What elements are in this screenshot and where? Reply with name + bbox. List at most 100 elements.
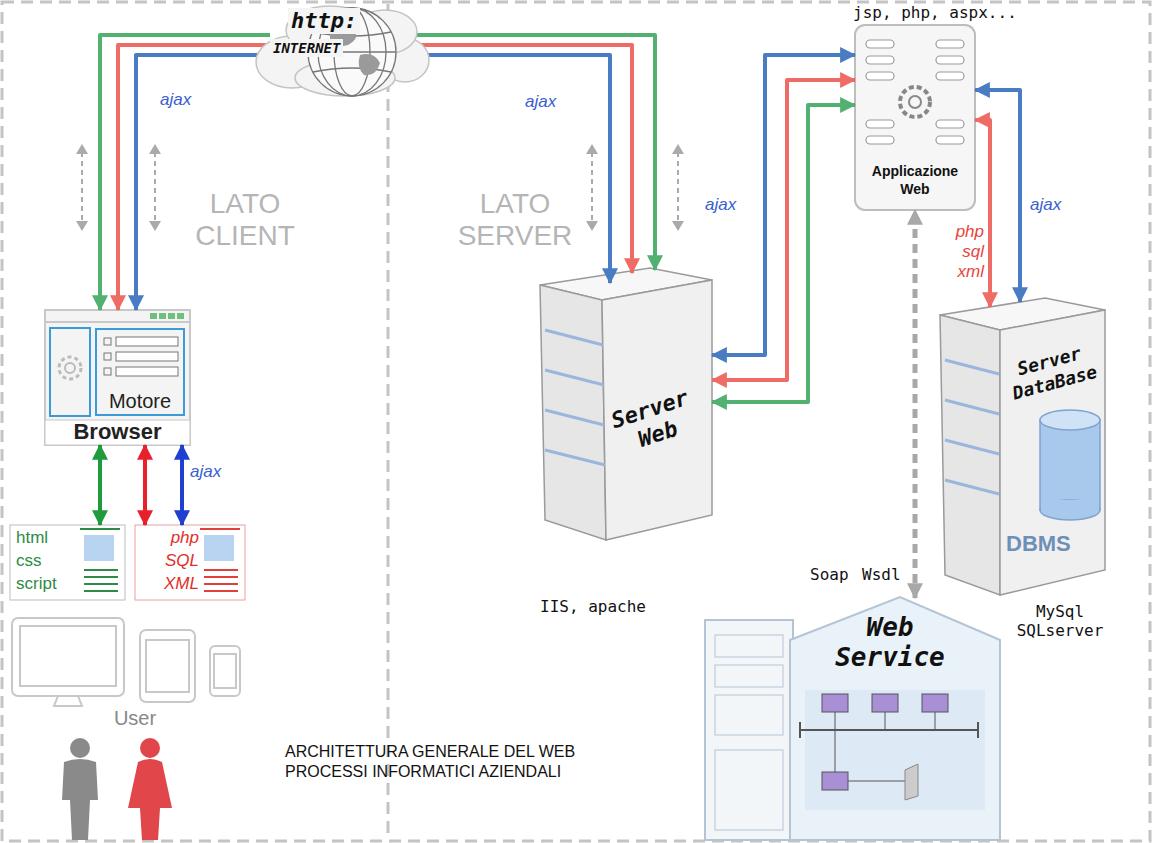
dashed-hint-arrows-part [81,152,83,223]
protocol-label: Wsdl [862,566,901,584]
internet-cloud: http:INTERNET [250,5,420,100]
browser-window-part [45,321,190,323]
database-server-part [1040,500,1100,520]
application-box [855,25,975,210]
cloud-shape [256,6,429,96]
connector-arrow [400,45,632,273]
browser-window-part [168,313,175,319]
web-service-building-part [905,764,918,800]
connector-arrow [712,80,855,380]
diagram-caption: ARCHITETTURA GENERALE DEL WEB PROCESSI I… [285,742,615,782]
side-label: LATO CLIENT [180,188,310,252]
browser-window-part [150,313,157,319]
connector-arrow [98,445,102,525]
devices-part [12,618,124,696]
node-title: Web Service [810,612,970,672]
hint-arrowheads-part [672,144,684,154]
database-server [940,298,1105,595]
application-box-part [900,87,930,117]
web-service-building-part [705,620,793,840]
application-box-part-part [866,56,894,64]
hint-arrowheads-part [672,221,684,231]
browser-window-part [59,357,81,379]
node-text: IIS, apache [540,598,646,616]
browser-window-part [104,338,111,345]
connector-arrow [180,445,184,525]
web-server: Server WebIIS, apache [540,268,712,540]
client-document: htmlcssscript [10,525,125,600]
document-decor-part [80,528,120,530]
application-box-part [866,40,964,144]
browser-window-part [104,353,111,360]
web-service: Web Service [790,598,990,840]
hint-arrowheads-part [149,144,161,154]
document-decor [10,525,245,600]
connector-arrow [100,35,270,310]
browser-window-part [116,337,178,346]
node-text: INTERNET [270,39,343,57]
user-figures [62,738,172,840]
node-title: Browser [45,420,190,444]
connector-arrow [913,210,918,598]
document-decor-part [135,525,245,600]
connector-arrow [118,45,270,310]
web-service-building-part [799,722,801,738]
application-box-part-part [936,56,964,64]
hint-arrowheads-part [586,221,598,231]
web-service-building-part [872,694,898,712]
node-title: Motore [97,390,183,412]
database-server-part [1041,500,1099,510]
devices-part [146,640,189,692]
hint-arrowheads-part [76,144,88,154]
document-decor-part [84,576,118,578]
node-text: Applicazione Web [859,162,971,198]
node-text: DBMS [1006,532,1071,556]
node-title: php [137,528,199,548]
application-box-part-part [936,136,964,144]
web-service-building-part [715,635,783,657]
connector-arrow [143,445,147,525]
web-service-building-part [822,694,848,712]
user-figures-part [70,738,90,758]
hint-arrowheads [76,144,684,231]
connector-arrow [712,105,855,402]
dashed-hint-arrows-part [677,152,679,223]
browser-window-part [159,313,166,319]
devices-part [54,696,82,706]
devices [12,618,240,706]
application-box-part-part [936,72,964,80]
frame-part [387,4,390,840]
database-server-part [945,360,999,374]
browser-window: Browser Motore [45,310,190,445]
database-server-part [1040,410,1100,430]
user-group: User [100,707,170,731]
database-server-part [945,400,999,414]
database-server: Server DataBaseDBMSMySql SQLserver [940,310,1105,595]
web-service-building-part [835,730,836,772]
connector-label: ajax [160,90,191,110]
web-service-building-part [835,712,836,730]
web-server-tower-part [545,410,604,425]
connector-label: ajax [190,462,221,482]
connector-label: ajax [705,195,736,215]
application-box-part-part [866,120,894,128]
web-service-building-part [790,597,1000,840]
web-server-tower-part [545,370,604,385]
browser-window-part [104,368,111,375]
database-server-part [1040,420,1100,510]
user-figures-part [128,759,172,840]
web-service-building-part [922,694,948,712]
browser-window [45,310,190,445]
node-text: XML [137,574,199,594]
devices-part [210,646,240,696]
web-service-building-part [935,712,936,730]
database-server-part [945,440,999,454]
node-title: Server DataBase [998,338,1106,406]
node-text: script [16,574,57,594]
connector-label: php sql xml [944,222,984,282]
